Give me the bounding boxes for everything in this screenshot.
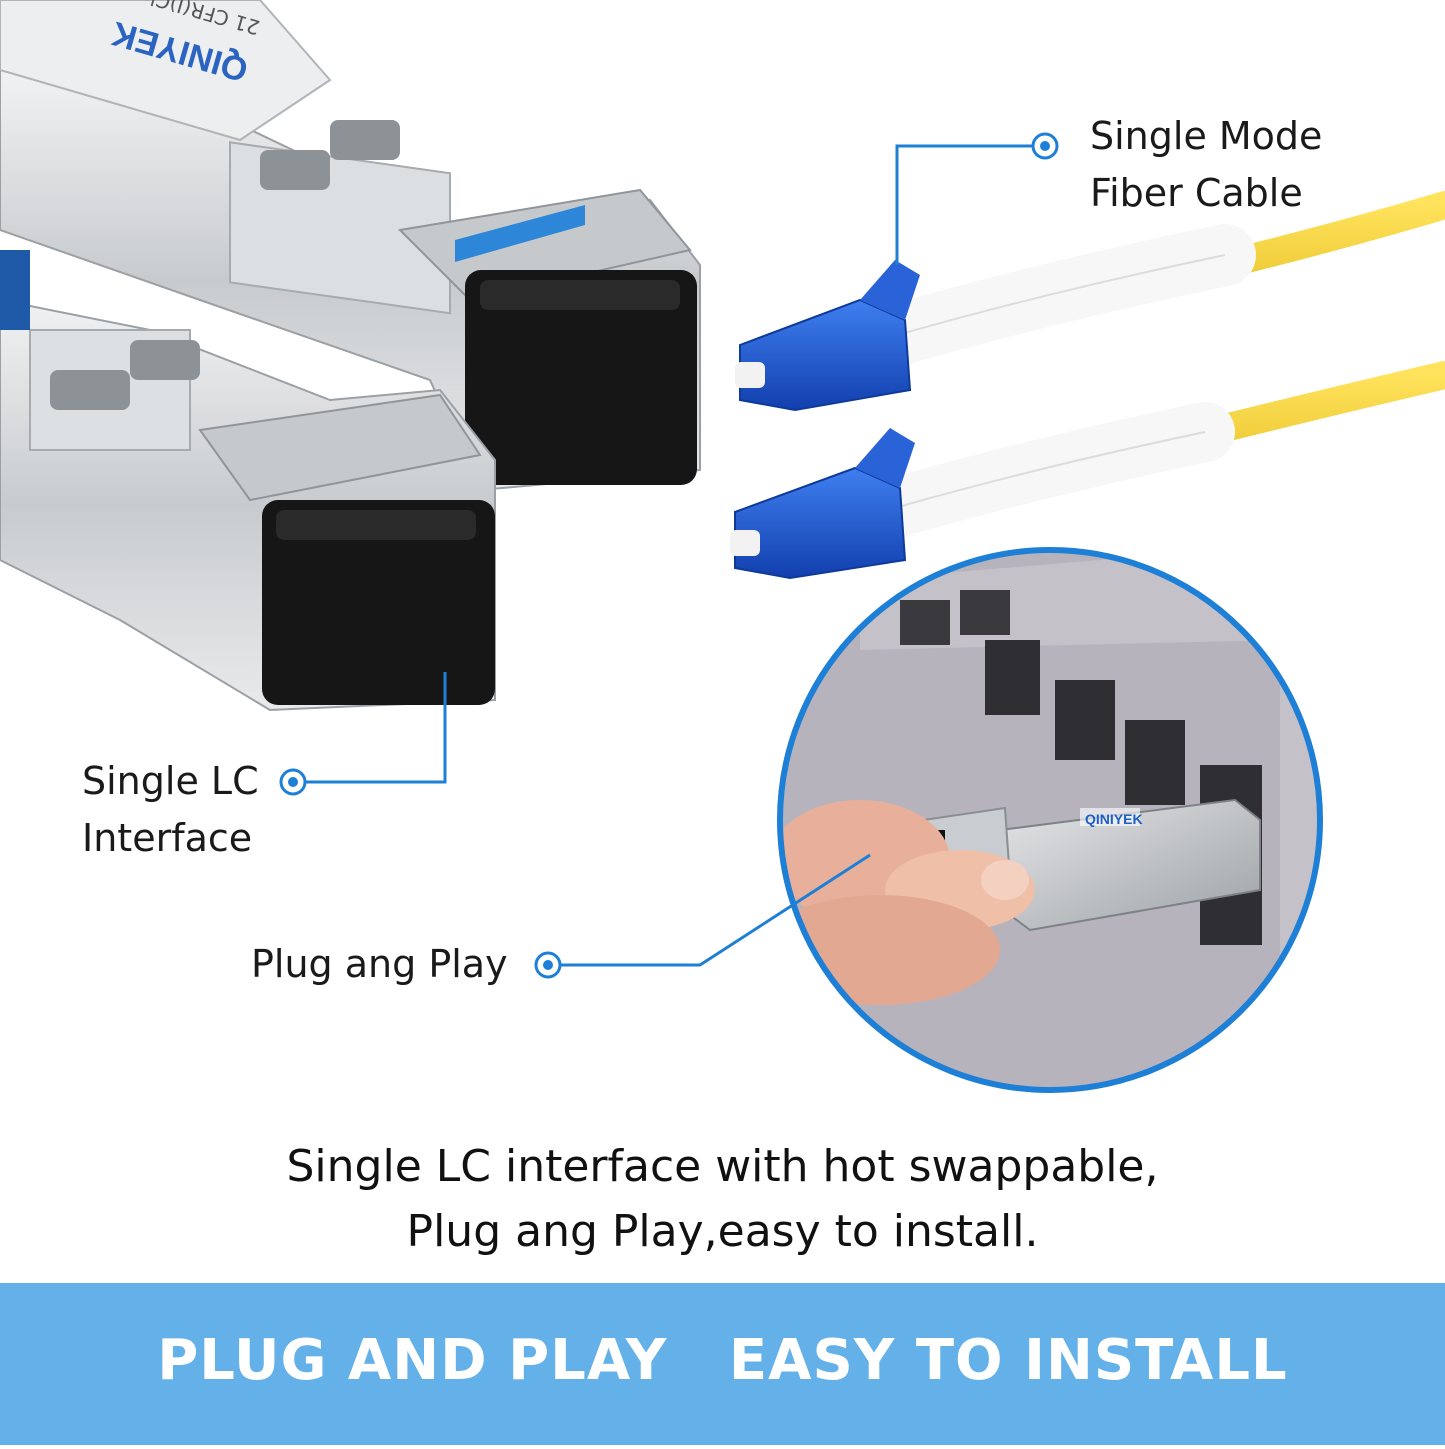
sfp-module-icon — [0, 0, 701, 492]
fiber-cable-line1: Single Mode — [1090, 114, 1323, 158]
switch-install-inset: QINIYEK — [777, 547, 1323, 1093]
callout-lines — [293, 144, 1045, 967]
plug-play-callout: Plug ang Play — [251, 942, 508, 986]
lc-connector-icon — [735, 260, 920, 412]
callout-dot-icon — [279, 768, 307, 796]
banner-part2: EASY TO INSTALL — [728, 1328, 1288, 1393]
banner-part1: PLUG AND PLAY — [157, 1328, 668, 1393]
callout-dot-icon — [1031, 132, 1059, 160]
lc-interface-line2: Interface — [82, 816, 253, 860]
sfp-module-icon — [0, 250, 496, 712]
lc-interface-line1: Single LC — [82, 759, 259, 803]
banner-headline: PLUG AND PLAY EASY TO INSTALL — [0, 1326, 1445, 1396]
fiber-cable-line2: Fiber Cable — [1090, 171, 1303, 215]
fiber-cable-callout: Single Mode Fiber Cable — [1090, 108, 1322, 222]
inset-brand-label: QINIYEK — [1085, 811, 1143, 827]
callout-dot-icon — [534, 951, 562, 979]
lc-interface-callout: Single LC Interface — [82, 753, 259, 867]
lc-connector-icon — [730, 428, 915, 580]
bottom-banner — [0, 1283, 1445, 1445]
network-switch-icon — [900, 590, 1262, 945]
caption-line2: Plug ang Play,easy to install. — [406, 1206, 1039, 1257]
fiber-cable — [840, 191, 1445, 545]
caption-line1: Single LC interface with hot swappable, — [286, 1141, 1159, 1192]
